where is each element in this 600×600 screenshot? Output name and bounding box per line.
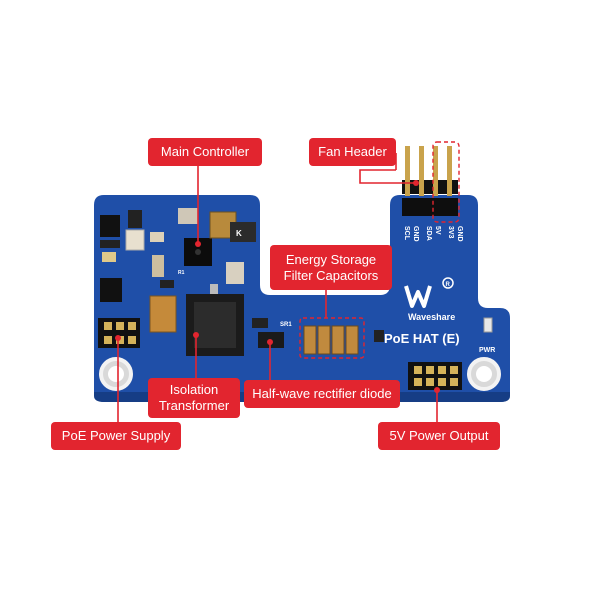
fan-header-pins [399,141,460,223]
pwr-led [483,317,493,333]
chip-mid-left [100,278,122,302]
product-silkscreen: PoE HAT (E) [384,331,460,346]
label-rectifier-diode: Half-wave rectifier diode [244,380,400,408]
brand-silkscreen: Waveshare [408,312,455,322]
svg-text:K: K [236,229,242,238]
waveshare-logo: R [404,277,454,308]
svg-text:R1: R1 [178,270,185,276]
diode-id: SR1 [280,322,292,328]
label-5v-power-output: 5V Power Output [378,422,500,450]
label-energy-storage: Energy Storage Filter Capacitors [270,245,392,290]
pwr-silkscreen: PWR [479,347,495,354]
poe-pin-header [98,318,140,348]
label-fan-header: Fan Header [309,138,396,166]
svg-text:3V3: 3V3 [447,226,454,239]
svg-text:SDA: SDA [425,226,432,241]
svg-text:5V: 5V [434,226,441,235]
svg-text:GND: GND [412,226,419,242]
pin-silkscreen: SCL GND SDA 5V 3V3 GND [403,226,463,242]
label-isolation-transformer: Isolation Transformer [148,378,240,418]
filter-capacitors [299,317,365,359]
svg-text:R: R [446,282,451,288]
power-output-header [408,362,462,390]
svg-text:GND: GND [456,226,463,242]
leader-dots [115,180,440,393]
label-main-controller: Main Controller [148,138,262,166]
label-poe-power-supply: PoE Power Supply [51,422,181,450]
svg-text:SCL: SCL [403,226,410,241]
leader-lines [117,153,438,422]
chip-top-left [100,215,120,237]
